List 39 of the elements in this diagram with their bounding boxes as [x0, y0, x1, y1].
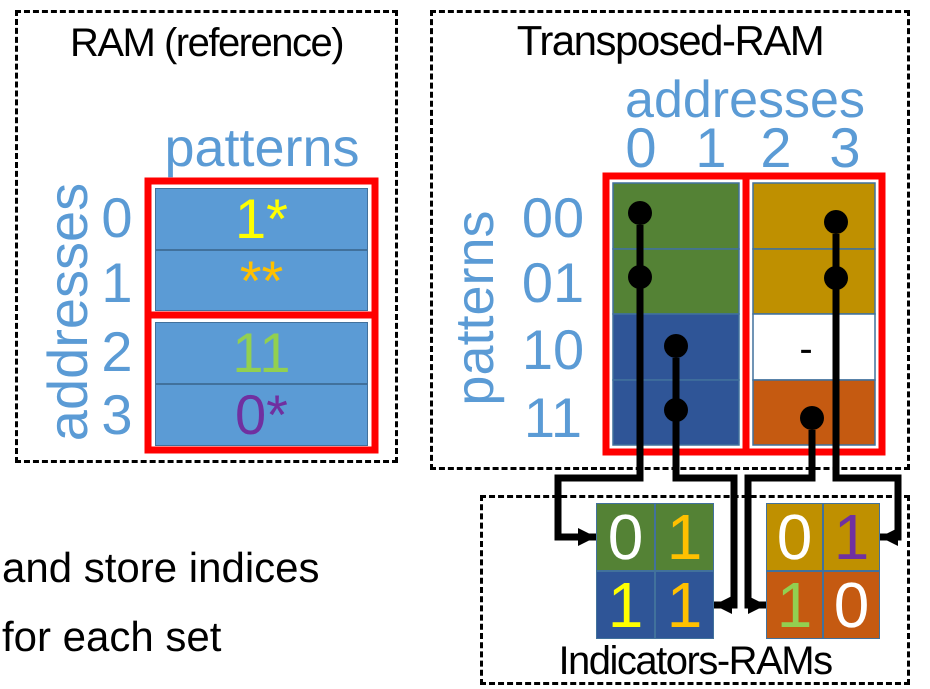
memory-cell: **: [155, 250, 368, 311]
memory-cell: 0: [766, 503, 823, 571]
dashed-panel: [15, 10, 398, 463]
axis-title: addresses: [40, 182, 96, 442]
row-number: 10: [522, 322, 584, 378]
panel-title: Transposed-RAM: [516, 17, 824, 65]
panel-title: RAM (reference): [68, 21, 344, 66]
row-number: 01: [522, 255, 584, 311]
memory-cell: 1: [766, 571, 823, 639]
cell-value: -: [799, 329, 813, 369]
axis-title: patterns: [164, 121, 360, 175]
memory-cell: 0: [596, 503, 655, 571]
body-text: and store indices: [2, 547, 320, 589]
body-text: for each set: [2, 616, 222, 658]
row-number: 3: [101, 387, 133, 443]
dashed-panel: [430, 10, 910, 470]
connector-arrow: [744, 430, 816, 614]
memory-cell: 0: [823, 571, 880, 639]
memory-cell: 11: [155, 322, 368, 384]
memory-cell: 1: [596, 571, 655, 639]
memory-cell: 1: [655, 503, 714, 571]
memory-cell: 0*: [155, 384, 368, 446]
memory-cell: 1: [823, 503, 880, 571]
panel-title: Indicators-RAMs: [557, 639, 833, 684]
row-number: 11: [524, 390, 582, 446]
connector-arrow: [554, 265, 644, 546]
dashed-panel: [480, 495, 910, 685]
memory-cell: 1: [655, 571, 714, 639]
row-number: 2: [101, 324, 133, 380]
memory-cell: 1*: [155, 188, 368, 250]
row-number: 0: [101, 190, 133, 246]
connector-line: [636, 225, 644, 265]
row-number: 1: [101, 255, 133, 311]
axis-title: patterns: [448, 210, 502, 406]
connector-arrow: [832, 266, 902, 546]
connector-arrow: [672, 398, 738, 614]
connector-line: [672, 358, 680, 398]
connector-line: [832, 234, 840, 266]
row-number: 00: [522, 190, 584, 246]
